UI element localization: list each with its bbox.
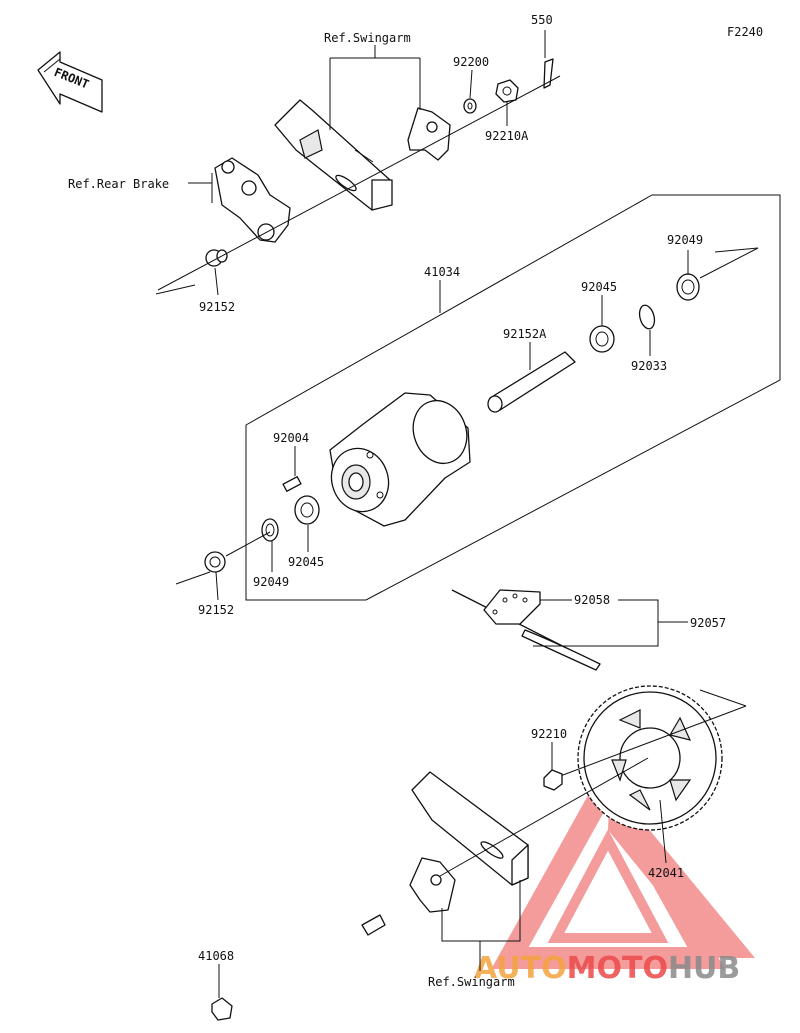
part-92049-top-label: 92049 bbox=[667, 233, 703, 247]
washer-92200 bbox=[463, 98, 477, 114]
part-42041-label: 42041 bbox=[648, 866, 684, 880]
front-arrow-icon: FRONT bbox=[37, 51, 103, 113]
part-92152-bottom-label: 92152 bbox=[198, 603, 234, 617]
part-550-label: 550 bbox=[531, 13, 553, 27]
nut-92210A bbox=[495, 79, 519, 103]
sprocket-42041 bbox=[577, 685, 723, 831]
oil-seal-92049-top bbox=[676, 273, 700, 301]
collar-92152-bottom bbox=[204, 551, 226, 573]
collar-92152-top bbox=[205, 249, 228, 267]
part-41034-label: 41034 bbox=[424, 265, 460, 279]
chain-92057 bbox=[451, 589, 601, 671]
part-92152A-label: 92152A bbox=[503, 327, 547, 341]
part-92057-label: 92057 bbox=[690, 616, 726, 630]
stud-92004 bbox=[282, 476, 302, 492]
ref-rear-brake-label: Ref.Rear Brake bbox=[68, 177, 169, 191]
cotter-pin-550 bbox=[543, 58, 554, 89]
chain-adjuster-top bbox=[407, 107, 451, 161]
chain-adjuster-bottom bbox=[409, 857, 456, 913]
part-92004-label: 92004 bbox=[273, 431, 309, 445]
brake-caliper-bracket bbox=[214, 157, 291, 243]
circlip-92033 bbox=[638, 304, 656, 330]
swingarm-top-part bbox=[274, 99, 393, 211]
ref-swingarm-top-label: Ref.Swingarm bbox=[324, 31, 411, 45]
part-92152-top-label: 92152 bbox=[199, 300, 235, 314]
part-92033-label: 92033 bbox=[631, 359, 667, 373]
watermark-text: AUTOMOTOHUB bbox=[474, 951, 740, 986]
part-92210A-label: 92210A bbox=[485, 129, 529, 143]
nut-92210 bbox=[543, 769, 563, 791]
part-92045-bottom-label: 92045 bbox=[288, 555, 324, 569]
axle-41068 bbox=[211, 914, 386, 1021]
swingarm-bottom-part bbox=[411, 771, 529, 886]
part-41068-label: 41068 bbox=[198, 949, 234, 963]
bearing-92045-bottom bbox=[294, 495, 320, 525]
diagram-code: F2240 bbox=[727, 25, 763, 39]
ref-swingarm-bottom-label: Ref.Swingarm bbox=[428, 975, 515, 989]
hub-41034 bbox=[329, 392, 471, 527]
part-92058-label: 92058 bbox=[574, 593, 610, 607]
oil-seal-92049-bottom bbox=[261, 518, 279, 542]
part-92200-label: 92200 bbox=[453, 55, 489, 69]
part-92045-top-label: 92045 bbox=[581, 280, 617, 294]
bearing-92045-top bbox=[589, 325, 615, 353]
part-92049-bottom-label: 92049 bbox=[253, 575, 289, 589]
spacer-92152A bbox=[487, 351, 576, 413]
hub-assembly-frame bbox=[245, 194, 781, 601]
part-92210-label: 92210 bbox=[531, 727, 567, 741]
